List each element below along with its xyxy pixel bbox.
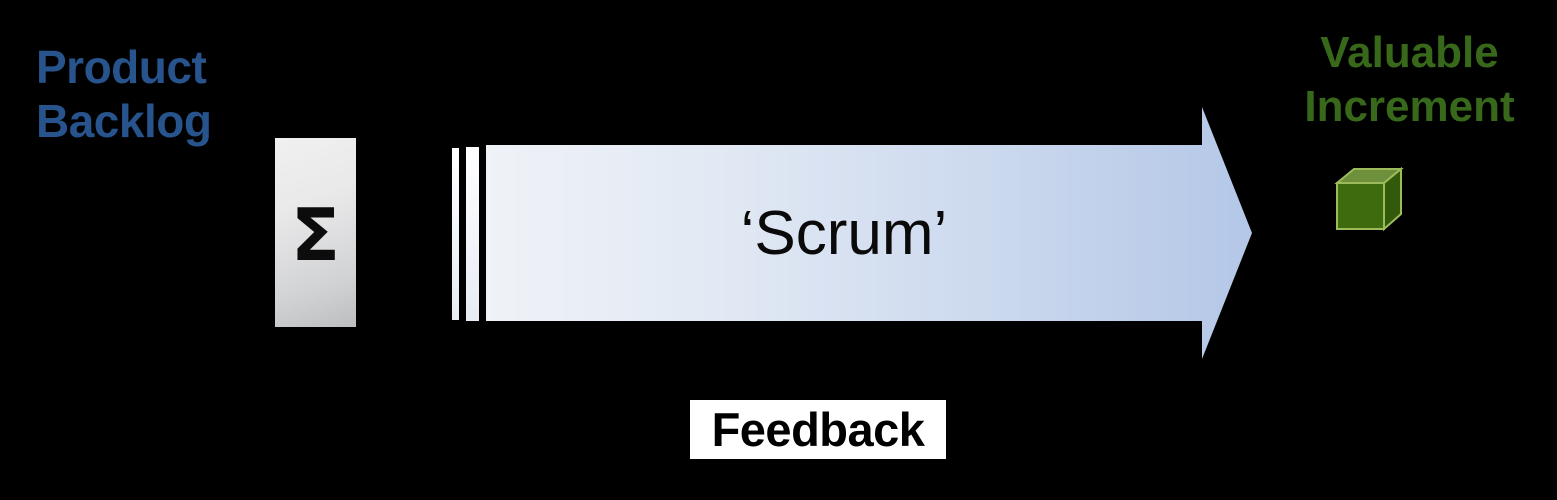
sprint-divider-bar-1 [452, 148, 459, 320]
feedback-box: Feedback [690, 400, 946, 459]
sprint-divider-bar-2 [466, 147, 479, 321]
valuable-increment-label: Valuable Increment [1304, 28, 1515, 131]
scrum-arrow [486, 107, 1252, 359]
scrum-arrow-label: ‘Scrum’ [740, 198, 948, 268]
product-backlog-label: Product Backlog [36, 41, 212, 148]
ordered-backlog-box: Σ [275, 138, 356, 327]
feedback-label: Feedback [711, 403, 925, 456]
sigma-icon: Σ [290, 192, 341, 277]
green-cube-icon [1334, 166, 1404, 232]
